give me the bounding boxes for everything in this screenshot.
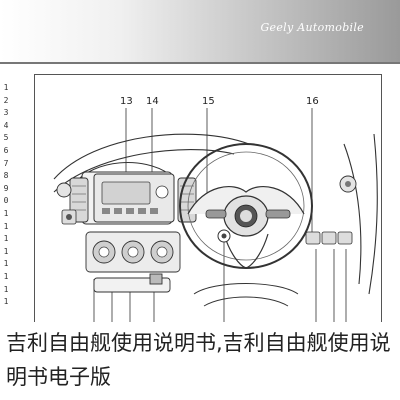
header-divider <box>0 62 400 64</box>
side-number: 6 <box>3 145 9 155</box>
side-number: 1 <box>3 208 9 218</box>
side-number: 1 <box>3 284 9 294</box>
hazard-switch-panel <box>61 209 77 225</box>
hvac-controls <box>85 231 181 273</box>
steering-wheel <box>179 143 313 269</box>
side-number: 3 <box>3 108 9 118</box>
side-number-column: 1 2 3 4 5 6 7 8 9 0 1 1 1 1 1 1 1 1 <box>0 82 12 309</box>
side-number: 1 <box>3 246 9 256</box>
ignition-switch <box>217 229 231 243</box>
side-number: 7 <box>3 158 9 168</box>
right-switch-cluster <box>305 231 353 245</box>
side-number: 0 <box>3 196 9 206</box>
callout-13: 13 <box>120 96 133 107</box>
radio-head-unit <box>93 173 175 223</box>
callout-15: 15 <box>202 96 215 107</box>
side-number: 1 <box>3 221 9 231</box>
callout-16: 16 <box>306 96 319 107</box>
side-number: 1 <box>3 259 9 269</box>
side-number: 8 <box>3 171 9 181</box>
side-number: 1 <box>3 271 9 281</box>
side-number: 2 <box>3 95 9 105</box>
caption-panel <box>0 322 400 400</box>
callout-14: 14 <box>146 96 159 107</box>
side-number: 1 <box>3 297 9 307</box>
dashboard-diagram: 13 14 15 16 <box>34 74 382 332</box>
right-air-vent <box>339 175 357 193</box>
steering-stalks <box>205 209 291 219</box>
caption-text: 吉利自由舰使用说明书,吉利自由舰使用说明书电子版 <box>6 331 391 389</box>
side-number: 5 <box>3 133 9 143</box>
far-left-air-vent <box>56 182 72 198</box>
page-header-band <box>0 0 400 62</box>
steering-column-base <box>193 283 299 307</box>
side-number: 1 <box>3 234 9 244</box>
brand-text: Geely Automobile <box>260 21 364 34</box>
side-number: 9 <box>3 183 9 193</box>
side-number: 1 <box>3 83 9 92</box>
lower-console <box>93 273 171 293</box>
side-number: 4 <box>3 120 9 130</box>
